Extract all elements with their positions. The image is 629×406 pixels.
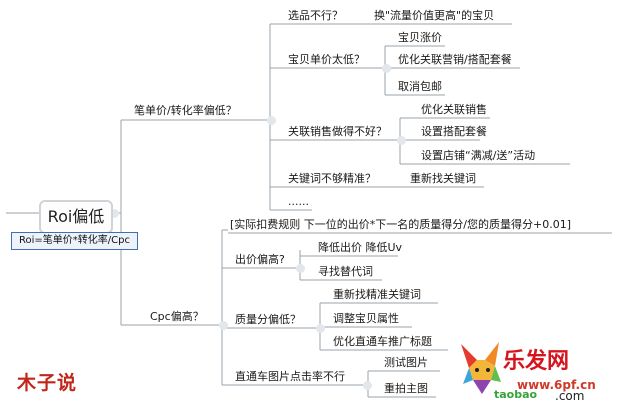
root-formula: Roi=笔单价*转化率/Cpc <box>11 232 138 250</box>
collapse-dot[interactable] <box>382 64 391 73</box>
collapse-dot[interactable] <box>397 136 406 145</box>
collapse-dot[interactable] <box>363 381 372 390</box>
leaf-lower-bid[interactable]: 降低出价 降低Uv <box>318 241 403 254</box>
com-watermark: .com <box>555 389 585 403</box>
brand-watermark: 木子说 <box>17 372 78 394</box>
root-node[interactable]: Roi偏低 <box>39 200 113 234</box>
leaf-cancel-free-shipping[interactable]: 取消包邮 <box>398 80 442 93</box>
leaf-refind-keywords[interactable]: 重新找精准关键词 <box>333 288 421 301</box>
node-product-selection-action[interactable]: 换"流量价值更高"的宝贝 <box>374 9 495 22</box>
leaf-find-alternatives[interactable]: 寻找替代词 <box>318 265 373 278</box>
node-ctr-low[interactable]: 直通车图片点击率不行 <box>235 370 345 383</box>
branch-cpc-label[interactable]: Cpc偏高？ <box>150 310 204 323</box>
node-related-sales[interactable]: 关联销售做得不好？ <box>288 125 387 138</box>
collapse-dot[interactable] <box>267 116 276 125</box>
node-product-selection[interactable]: 选品不行？ <box>288 9 343 22</box>
leaf-optimize-title[interactable]: 优化直通车推广标题 <box>333 335 432 348</box>
site-watermark-cn: 乐发网 <box>503 348 570 374</box>
collapse-dot[interactable] <box>316 324 325 333</box>
node-bid-high[interactable]: 出价偏高? <box>235 253 285 266</box>
branch-low-price-label[interactable]: 笔单价/转化率偏低？ <box>134 104 237 117</box>
leaf-adjust-attributes[interactable]: 调整宝贝属性 <box>333 312 399 325</box>
leaf-reshoot-main-image[interactable]: 重拍主图 <box>384 382 428 395</box>
leaf-raise-price[interactable]: 宝贝涨价 <box>398 31 442 44</box>
fox-logo-icon <box>461 342 501 394</box>
leaf-test-images[interactable]: 测试图片 <box>384 356 428 369</box>
node-quality-low[interactable]: 质量分偏低？ <box>235 313 301 326</box>
node-unit-price-low[interactable]: 宝贝单价太低？ <box>288 53 365 66</box>
collapse-dot[interactable] <box>219 321 228 330</box>
collapse-dot[interactable] <box>110 209 119 218</box>
node-keywords-action[interactable]: 重新找关键词 <box>410 172 476 185</box>
site-watermark-url: www.6pf.cn <box>517 378 596 392</box>
leaf-store-promo[interactable]: 设置店铺“满减/送”活动 <box>421 149 536 162</box>
leaf-set-bundle[interactable]: 设置搭配套餐 <box>421 125 487 138</box>
cpc-billing-rule: [实际扣费规则 下一位的出价*下一名的质量得分/您的质量得分+0.01] <box>230 218 571 231</box>
leaf-optimize-related-sales[interactable]: 优化关联销售 <box>421 103 487 116</box>
leaf-optimize-bundle[interactable]: 优化关联营销/搭配套餐 <box>398 53 512 66</box>
node-keywords[interactable]: 关键词不够精准？ <box>288 172 376 185</box>
node-more: ...... <box>288 195 309 208</box>
collapse-dot[interactable] <box>296 264 305 273</box>
taobao-watermark: taobao <box>494 388 538 401</box>
